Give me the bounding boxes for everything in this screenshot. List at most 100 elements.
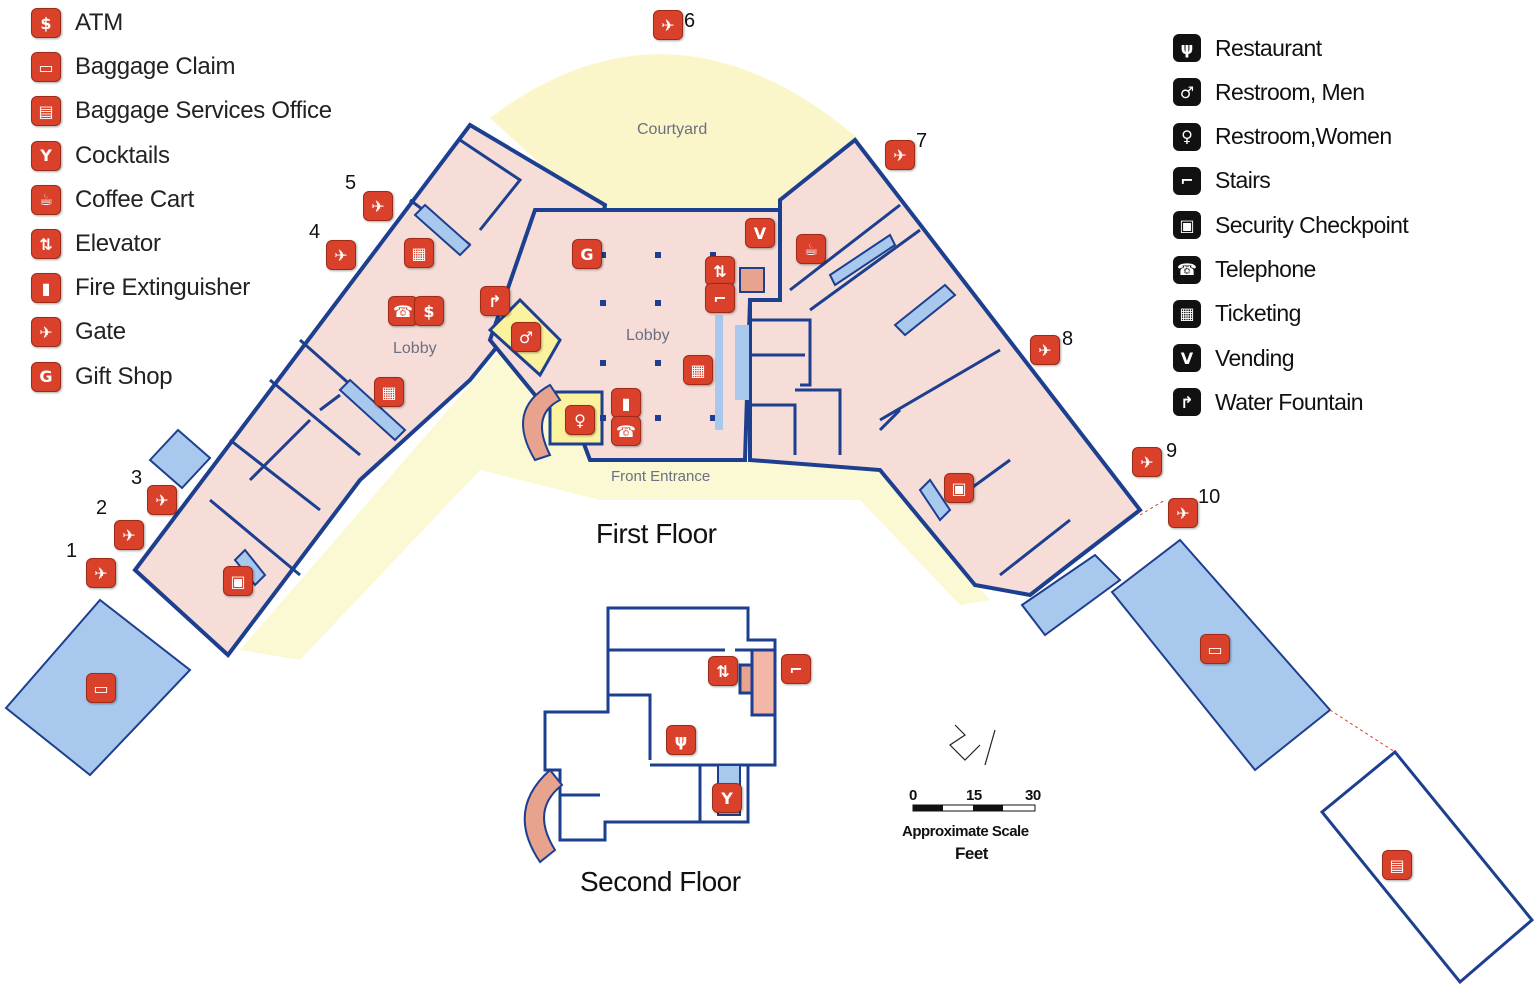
gate-number-5: 5 <box>345 172 357 194</box>
elevator-icon[interactable]: ⇅ <box>708 656 738 686</box>
gate-number-8: 8 <box>1062 328 1074 350</box>
baggage-services-office-area <box>1319 749 1534 985</box>
gift-shop-icon: G <box>31 361 61 392</box>
lobby-counter-2 <box>735 325 749 400</box>
ticketing-icon[interactable]: ▦ <box>374 377 404 407</box>
legend-left-item: ▤Baggage Services Office <box>31 96 332 127</box>
baggage-services-office-icon[interactable]: ▤ <box>1382 850 1412 880</box>
scale-tick-30: 30 <box>1025 787 1041 804</box>
legend-left-item: $ ATM <box>31 8 123 38</box>
gate-icon[interactable]: ✈ <box>653 10 683 40</box>
central-office-walls <box>750 318 842 455</box>
legend-right-item: ♂Restroom, Men <box>1173 78 1365 107</box>
gate-number-6: 6 <box>684 10 696 32</box>
second-floor-plan <box>523 606 777 864</box>
courtyard-label: Courtyard <box>637 121 708 138</box>
scale-unit: Feet <box>955 844 988 863</box>
gate-icon[interactable]: ✈ <box>363 191 393 221</box>
gate-icon[interactable]: ✈ <box>114 520 144 550</box>
gift-shop-icon[interactable]: G <box>572 239 602 269</box>
stairs-icon[interactable]: ⌐ <box>781 654 811 684</box>
right-wing-counters <box>828 233 957 522</box>
gate-icon[interactable]: ✈ <box>86 558 116 588</box>
gate-icon[interactable]: ✈ <box>1132 447 1162 477</box>
restaurant-icon: ψ <box>1173 34 1201 62</box>
baggage-claim-icon[interactable]: ▭ <box>86 673 116 703</box>
legend-right-label: Restroom, Men <box>1215 78 1365 105</box>
security-checkpoint-icon[interactable]: ▣ <box>944 473 974 503</box>
legend-right-label: Security Checkpoint <box>1215 211 1409 238</box>
water-fountain-icon: ↱ <box>1173 388 1201 417</box>
ticketing-icon[interactable]: ▦ <box>683 355 713 385</box>
first-floor-title: First Floor <box>596 518 717 549</box>
right-walkway <box>1139 499 1396 753</box>
legend-right-item: V Vending <box>1173 344 1295 373</box>
legend-right-label: Ticketing <box>1215 300 1301 327</box>
legend-right-label: Water Fountain <box>1215 388 1364 415</box>
vending-icon[interactable]: V <box>745 218 775 248</box>
coffee-cart-icon[interactable]: ☕ <box>796 234 826 264</box>
atm-icon: $ <box>31 8 61 38</box>
legend-left-item: ✈ Gate <box>31 317 126 348</box>
restaurant-icon[interactable]: ψ <box>666 725 696 755</box>
cocktails-icon: Y <box>31 140 61 171</box>
left-wing-counters <box>233 203 472 587</box>
scale-caption: Approximate Scale <box>902 823 1029 840</box>
fire-extinguisher-icon[interactable]: ▮ <box>611 388 641 418</box>
telephone-icon[interactable]: ☎ <box>611 416 641 446</box>
gate-icon[interactable]: ✈ <box>1030 335 1060 365</box>
restroom-women-icon: ♀ <box>1173 122 1201 151</box>
telephone-icon: ☎ <box>1173 255 1201 284</box>
gate-icon[interactable]: ✈ <box>326 240 356 270</box>
baggage-claim-icon[interactable]: ▭ <box>1200 634 1230 664</box>
legend-left-label: Baggage Claim <box>75 53 236 81</box>
ticketing-icon[interactable]: ▦ <box>404 238 434 268</box>
gate-number-3: 3 <box>131 467 143 489</box>
stairs-icon[interactable]: ⌐ <box>705 283 735 313</box>
legend-left-label: Gift Shop <box>75 362 173 390</box>
legend-right-item: ⌐Stairs <box>1173 166 1271 195</box>
legend-right-label: Vending <box>1215 344 1295 371</box>
security-checkpoint-icon[interactable]: ▣ <box>223 566 253 596</box>
gate-icon[interactable]: ✈ <box>885 140 915 170</box>
first-floor-staircase <box>522 383 562 462</box>
lobby-center-label: Lobby <box>626 327 670 344</box>
gate-number-2: 2 <box>96 497 108 519</box>
elevator-icon: ⇅ <box>31 229 61 259</box>
courtyard-area <box>490 54 860 210</box>
legend-left-item: ☕Coffee Cart <box>31 184 194 215</box>
lobby-pillars <box>600 252 716 421</box>
legend-right-label: Restaurant <box>1215 34 1322 61</box>
elevator-icon[interactable]: ⇅ <box>705 256 735 286</box>
right-wing-floor <box>748 137 1143 598</box>
fire-extinguisher-icon: ▮ <box>31 273 61 304</box>
right-wing-walls <box>789 203 1071 577</box>
restroom-men-icon[interactable]: ♂ <box>511 322 541 352</box>
front-entrance-label: Front Entrance <box>611 468 711 485</box>
legend-left-item: G Gift Shop <box>31 361 173 392</box>
gate-icon[interactable]: ✈ <box>1168 498 1198 528</box>
vending-icon: V <box>1173 344 1201 373</box>
legend-left-label: Coffee Cart <box>75 185 194 213</box>
lobby-counter <box>715 315 723 430</box>
baggage-services-office-icon: ▤ <box>31 96 61 127</box>
legend-right-item: ↱ Water Fountain <box>1173 388 1364 417</box>
small-annex-left <box>148 428 212 490</box>
legend-left-label: ATM <box>75 9 123 36</box>
legend-left-item: ▭Baggage Claim <box>31 52 236 83</box>
legend-left-label: Cocktails <box>75 141 170 169</box>
legend-left-item: Y Cocktails <box>31 140 170 171</box>
legend-right-label: Restroom,Women <box>1215 123 1392 150</box>
water-fountain-icon[interactable]: ↱ <box>480 286 510 316</box>
gate-number-7: 7 <box>916 130 928 152</box>
gate-number-9: 9 <box>1166 440 1178 462</box>
restroom-women-icon[interactable]: ♀ <box>565 405 595 435</box>
cocktails-icon[interactable]: Y <box>712 783 742 813</box>
gate-icon[interactable]: ✈ <box>147 485 177 515</box>
plaza-area <box>240 350 990 660</box>
atm-icon[interactable]: $ <box>414 296 444 326</box>
legend-left-label: Gate <box>75 318 126 346</box>
north-arrow <box>949 724 996 766</box>
gate-icon: ✈ <box>31 317 61 348</box>
scale-bar <box>912 804 1036 812</box>
